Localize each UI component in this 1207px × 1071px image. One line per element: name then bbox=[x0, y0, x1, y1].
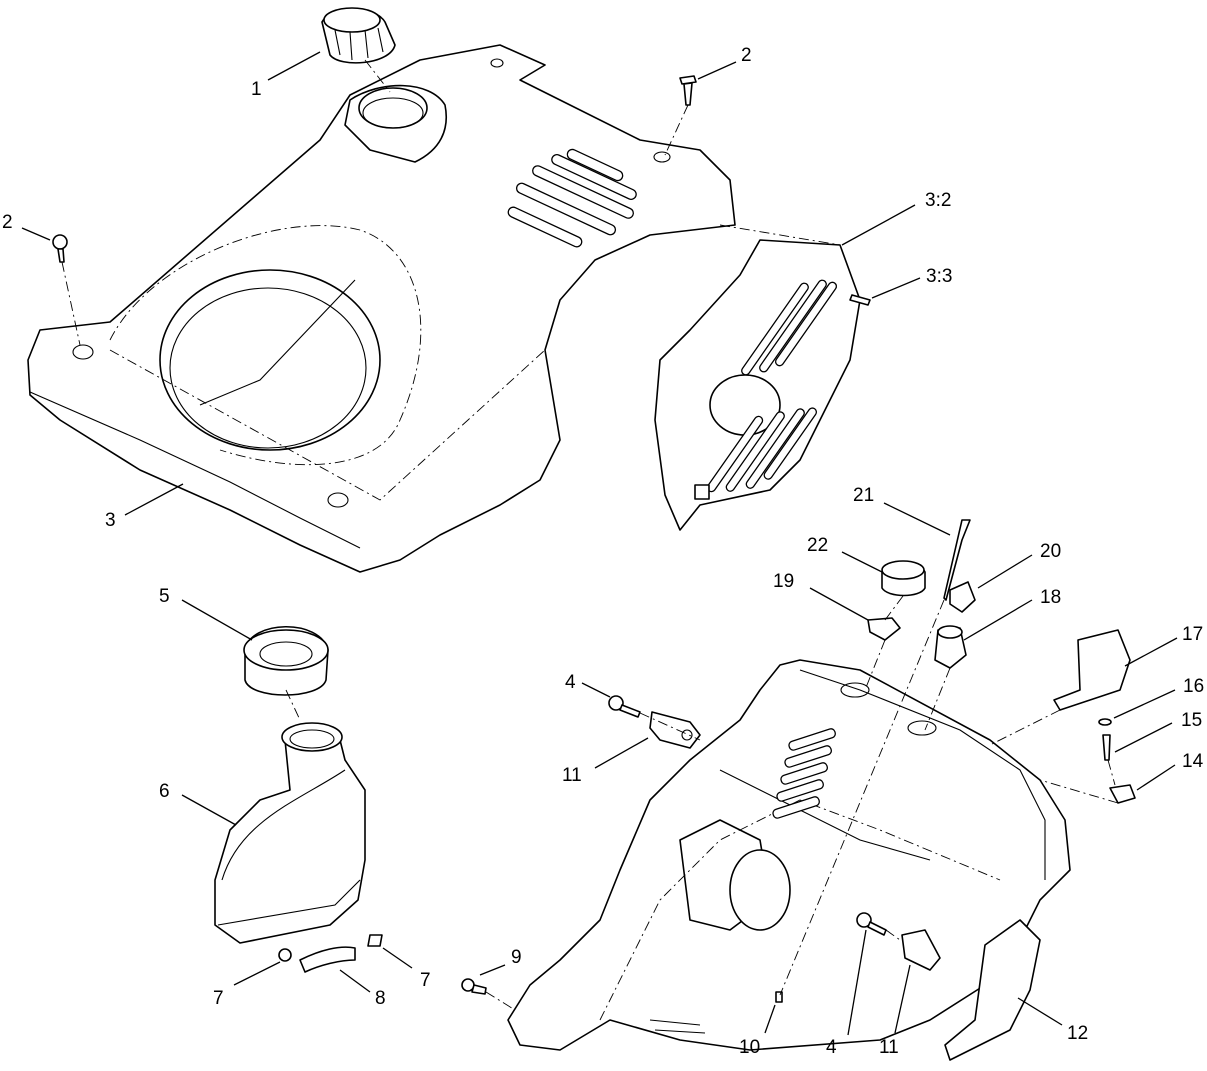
callout-18: 18 bbox=[1040, 587, 1061, 608]
callout-21: 21 bbox=[853, 485, 874, 506]
callout-5: 5 bbox=[159, 586, 170, 607]
side-panel-vents bbox=[706, 279, 838, 493]
side-panel-3-2 bbox=[654, 239, 861, 531]
screw-2-right bbox=[679, 75, 697, 106]
bolt-4-lower bbox=[856, 912, 887, 936]
fuel-line-parts bbox=[278, 934, 383, 973]
callout-16: 16 bbox=[1183, 676, 1204, 697]
screw-3-3 bbox=[849, 294, 871, 306]
ignition-switch-18 bbox=[934, 625, 967, 669]
callout-22: 22 bbox=[807, 535, 828, 556]
callout-17: 17 bbox=[1182, 624, 1203, 645]
callout-19: 19 bbox=[773, 571, 794, 592]
bracket-11-lower bbox=[901, 929, 941, 971]
screw-15 bbox=[1102, 734, 1111, 761]
callout-14: 14 bbox=[1182, 751, 1204, 772]
bolt-4-upper bbox=[608, 695, 641, 718]
callout-4-upper: 4 bbox=[565, 672, 576, 693]
bracket-11-upper bbox=[649, 711, 701, 749]
handle-panel-vents bbox=[772, 728, 836, 819]
callout-1: 1 bbox=[251, 79, 262, 100]
callout-15: 15 bbox=[1181, 710, 1202, 731]
callout-6: 6 bbox=[159, 781, 170, 802]
upper-shroud bbox=[27, 44, 736, 573]
bolt-9 bbox=[461, 978, 487, 995]
callouts: 1 2 2 3 3:2 3:3 4 4 5 6 7 7 8 9 10 11 11… bbox=[2, 45, 1204, 1058]
cover-12 bbox=[944, 919, 1041, 1061]
key-20 bbox=[949, 581, 976, 613]
clip-14 bbox=[1109, 784, 1136, 804]
callout-7-right: 7 bbox=[420, 970, 431, 991]
callout-3: 3 bbox=[105, 510, 116, 531]
callout-10: 10 bbox=[739, 1037, 760, 1058]
rod-21 bbox=[943, 519, 971, 601]
washer-16 bbox=[1098, 718, 1112, 726]
nut-19 bbox=[867, 617, 901, 641]
screw-2-left bbox=[52, 234, 68, 263]
knob-22 bbox=[881, 560, 926, 597]
handle-17 bbox=[1053, 629, 1131, 711]
fuel-tank bbox=[214, 722, 366, 944]
callout-3-2: 3:2 bbox=[925, 190, 951, 211]
shroud-vents bbox=[507, 148, 637, 248]
callout-20: 20 bbox=[1040, 541, 1061, 562]
callout-12: 12 bbox=[1067, 1023, 1088, 1044]
callout-2-left: 2 bbox=[2, 212, 13, 233]
assembly-lines bbox=[61, 59, 1119, 1011]
callout-8: 8 bbox=[375, 988, 386, 1009]
leader-lines bbox=[21, 51, 1178, 1036]
grommet-5 bbox=[243, 625, 329, 696]
pin-10 bbox=[775, 991, 783, 1003]
callout-4-lower: 4 bbox=[826, 1037, 837, 1058]
fuel-cap bbox=[321, 7, 396, 64]
callout-2-top: 2 bbox=[741, 45, 752, 66]
callout-7-left: 7 bbox=[213, 988, 224, 1009]
callout-9: 9 bbox=[511, 947, 522, 968]
callout-11-lower: 11 bbox=[879, 1037, 899, 1058]
callout-3-3: 3:3 bbox=[926, 266, 952, 287]
callout-11-upper: 11 bbox=[562, 765, 582, 786]
